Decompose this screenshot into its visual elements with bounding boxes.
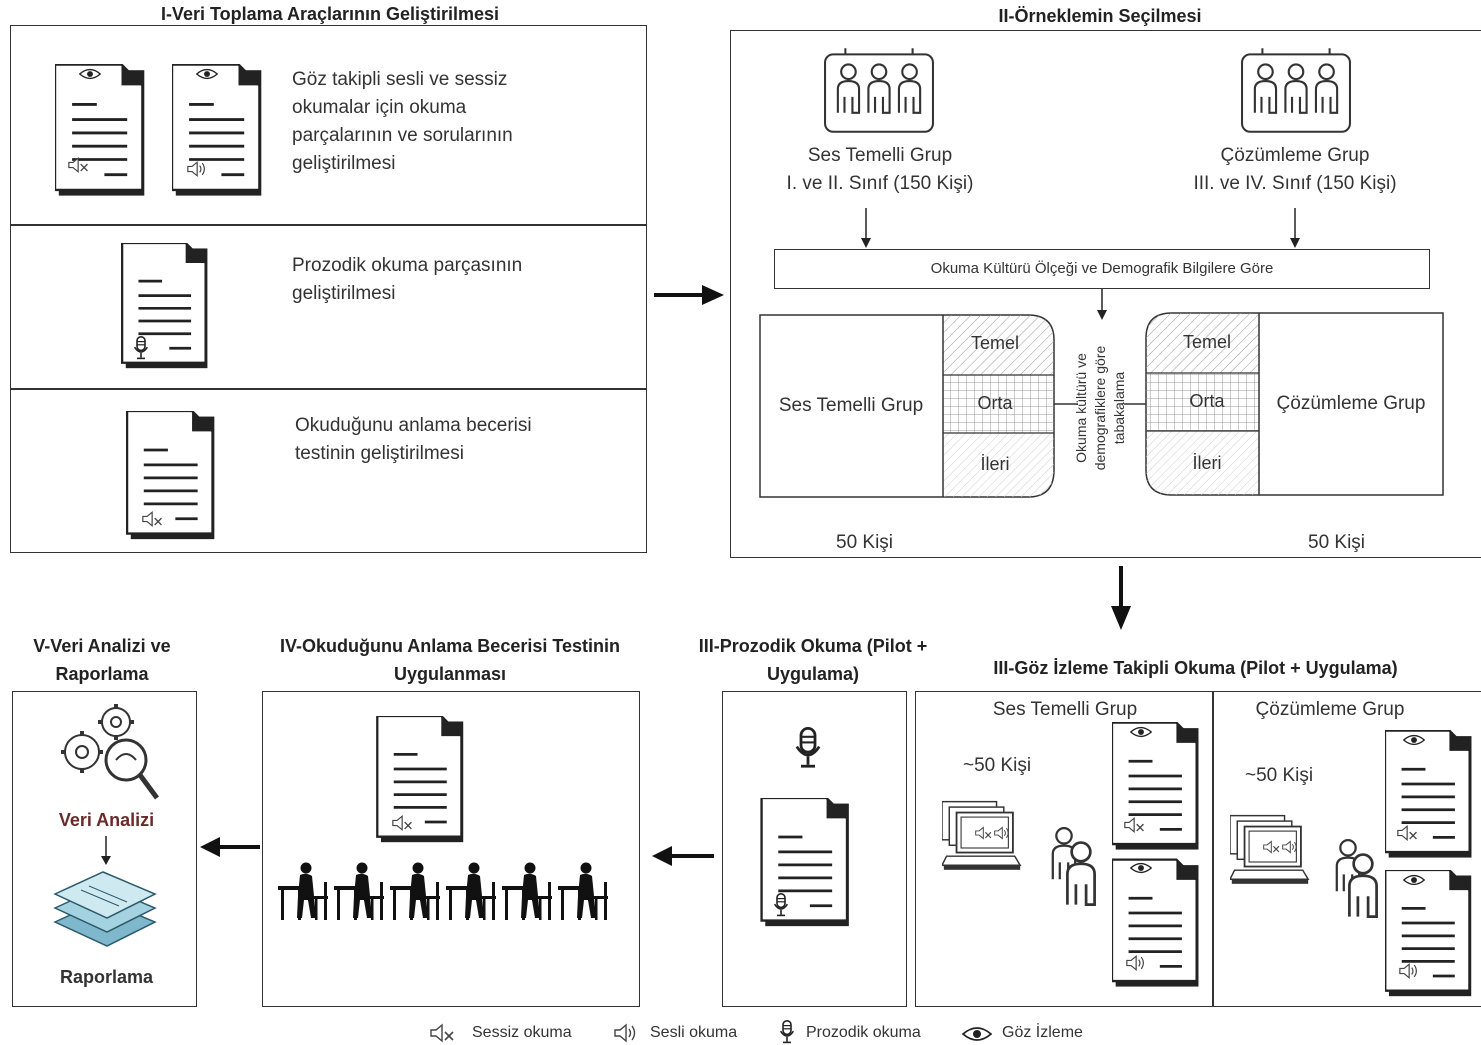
level-temel-left: Temel [970, 333, 1019, 353]
student-desk-icon [278, 862, 328, 920]
level-temel-right: Temel [1182, 332, 1231, 352]
document-icon [126, 411, 216, 541]
arrow-down-icon [1111, 566, 1131, 630]
group-icon [1240, 46, 1352, 134]
student-desk-icon [390, 862, 440, 920]
person-icon [1347, 853, 1379, 919]
computer-icon [1230, 814, 1310, 885]
section2-left-group-classes: I. ve II. Sınıf (150 Kişi) [786, 173, 974, 194]
student-desk-icon [558, 862, 608, 920]
report-label: Raporlama [59, 967, 154, 987]
computer-icon [942, 800, 1022, 871]
section2-left-group-name: Ses Temelli Grup [807, 145, 953, 166]
legend-aloud: Sesli okuma [650, 1024, 738, 1041]
section2-left-group-label: Ses Temelli Grup [778, 395, 924, 416]
section2-right-group-name: Çözümleme Grup [1220, 145, 1370, 166]
stratify-label: Okuma kültürü ve demografiklere göre tab… [1073, 345, 1127, 471]
section1-title: I-Veri Toplama Araçlarının Geliştirilmes… [160, 4, 500, 24]
document-icon [55, 64, 146, 198]
level-orta-left: Orta [977, 393, 1013, 413]
eye-icon [962, 1027, 992, 1041]
section3a-right-group: Çözümleme Grup [1255, 699, 1405, 720]
group-icon [823, 46, 935, 134]
document-icon [120, 243, 209, 370]
document-icon [172, 64, 263, 198]
criteria-box: Okuma Kültürü Ölçeği ve Demografik Bilgi… [774, 249, 1430, 289]
person-icon [1065, 841, 1097, 907]
section2-right-group-classes: III. ve IV. Sınıf (150 Kişi) [1193, 173, 1397, 194]
level-ileri-left: İleri [980, 454, 1010, 474]
microphone-icon [795, 726, 821, 768]
level-orta-right: Orta [1189, 391, 1225, 411]
speaker-mute-icon [430, 1024, 454, 1042]
arrow-left-icon [652, 846, 714, 866]
section3a-divider [1212, 692, 1214, 1006]
legend-silent: Sessiz okuma [472, 1024, 572, 1041]
gears-icon [61, 704, 160, 800]
legend-eye: Göz İzleme [1002, 1024, 1083, 1041]
section2-title: II-Örneklemin Seçilmesi [998, 6, 1202, 26]
document-icon [1385, 870, 1473, 998]
section4-title: IV-Okuduğunu Anlama Becerisi Testinin Uy… [279, 636, 621, 684]
arrow-right-icon [654, 285, 724, 305]
section3a-right-count: ~50 Kişi [1245, 765, 1314, 786]
section3a-left-group: Ses Temelli Grup [992, 699, 1138, 720]
document-icon [1385, 730, 1473, 859]
section2-right-count: 50 Kişi [1308, 532, 1366, 553]
speaker-icon [614, 1024, 636, 1042]
students-row [278, 862, 608, 920]
section5-title: V-Veri Analizi ve Raporlama [33, 636, 171, 684]
microphone-icon [779, 1019, 795, 1044]
student-desk-icon [502, 862, 552, 920]
section1-row3-text: Okuduğunu anlama becerisi testinin geliş… [295, 415, 532, 464]
section5-panel [12, 691, 197, 1007]
section1-divider-2 [11, 388, 646, 390]
student-desk-icon [334, 862, 384, 920]
section2-right-group-label: Çözümleme Grup [1276, 393, 1426, 414]
section2-left-count: 50 Kişi [836, 532, 894, 553]
arrow-left-icon [200, 837, 260, 857]
stratification-diagram [759, 312, 1444, 498]
criteria-text: Okuma Kültürü Ölçeği ve Demografik Bilgi… [930, 260, 1274, 277]
section3a-title: III-Göz İzleme Takipli Okuma (Pilot + Uy… [993, 658, 1398, 678]
document-icon [760, 798, 851, 928]
student-desk-icon [446, 862, 496, 920]
section1-row1-text: Göz takipli sesli ve sessiz okumalar içi… [292, 69, 513, 174]
analysis-label: Veri Analizi [58, 810, 155, 830]
document-icon [376, 716, 465, 844]
document-icon [1112, 722, 1200, 851]
layers-icon [53, 871, 157, 947]
arrow-down-small-icon [101, 836, 111, 865]
section1-row2-text: Prozodik okuma parçasının geliştirilmesi [292, 255, 523, 304]
document-icon [1112, 858, 1200, 988]
section1-divider-1 [11, 224, 646, 226]
legend-prosodic: Prozodik okuma [806, 1024, 921, 1041]
level-ileri-right: İleri [1192, 453, 1222, 473]
section3a-left-count: ~50 Kişi [963, 755, 1032, 776]
section3b-title: III-Prozodik Okuma (Pilot + Uygulama) [698, 636, 928, 684]
